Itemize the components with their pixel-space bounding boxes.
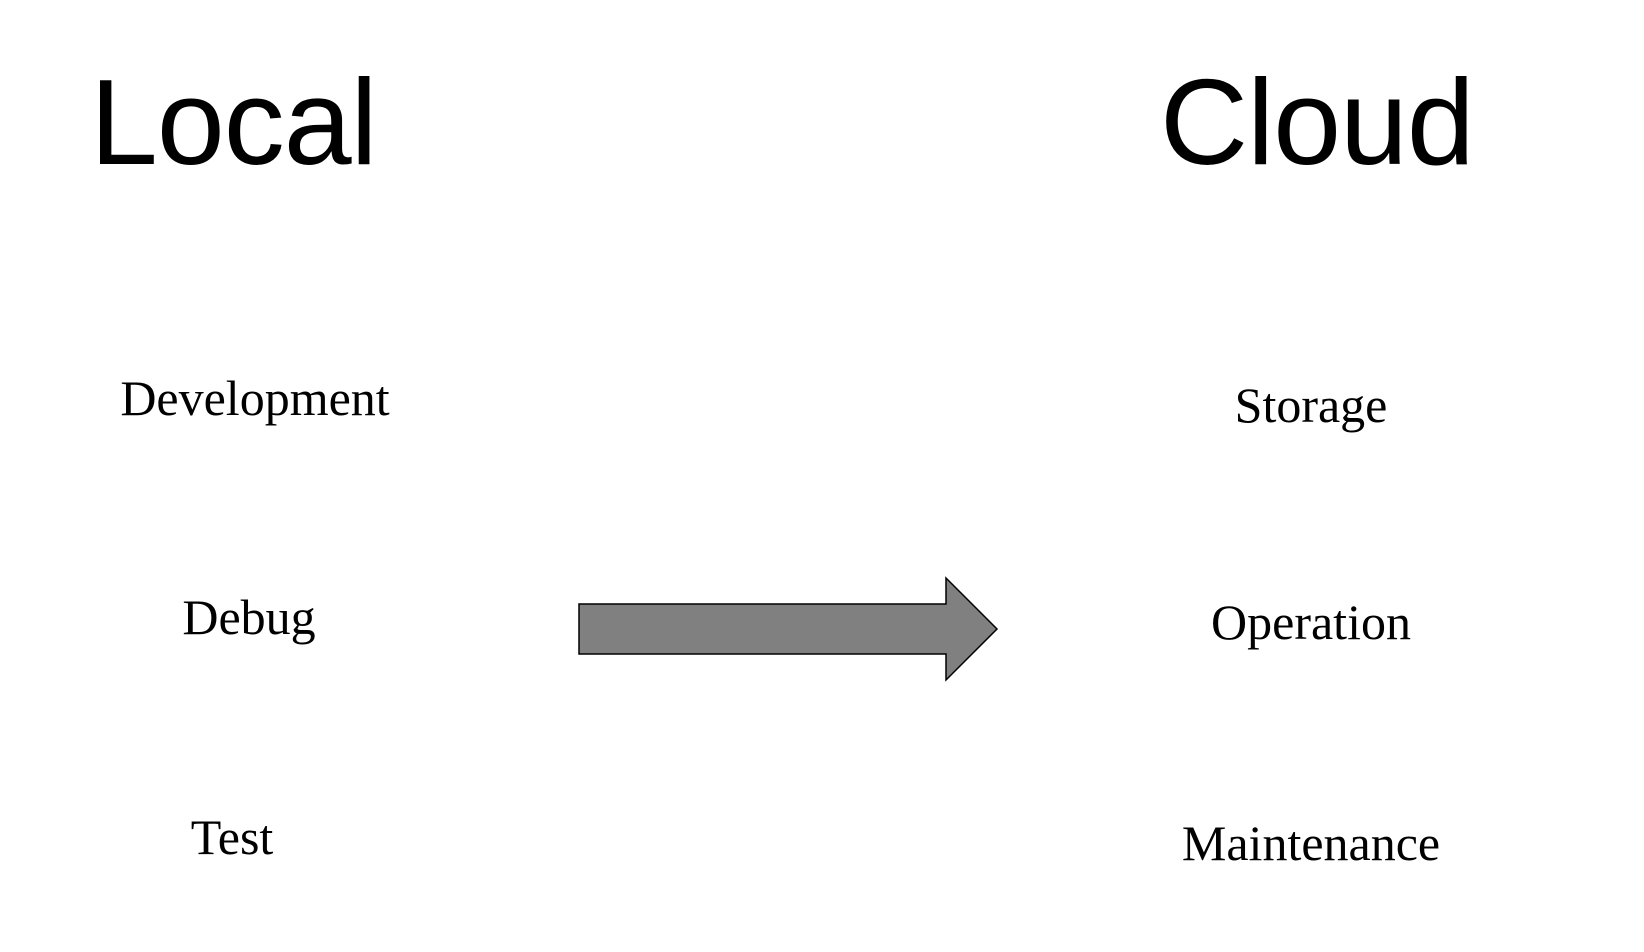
local-item-debug: Debug — [182, 589, 316, 645]
arrow-shape — [578, 576, 999, 682]
cloud-item-storage: Storage — [1234, 377, 1388, 433]
local-item-test: Test — [190, 809, 274, 865]
cloud-item-operation: Operation — [1211, 594, 1411, 650]
cloud-item-maintenance: Maintenance — [1181, 815, 1441, 871]
local-item-development: Development — [120, 370, 390, 426]
local-heading: Local — [90, 54, 378, 190]
right-arrow-icon — [578, 576, 999, 682]
cloud-heading: Cloud — [1160, 54, 1475, 190]
